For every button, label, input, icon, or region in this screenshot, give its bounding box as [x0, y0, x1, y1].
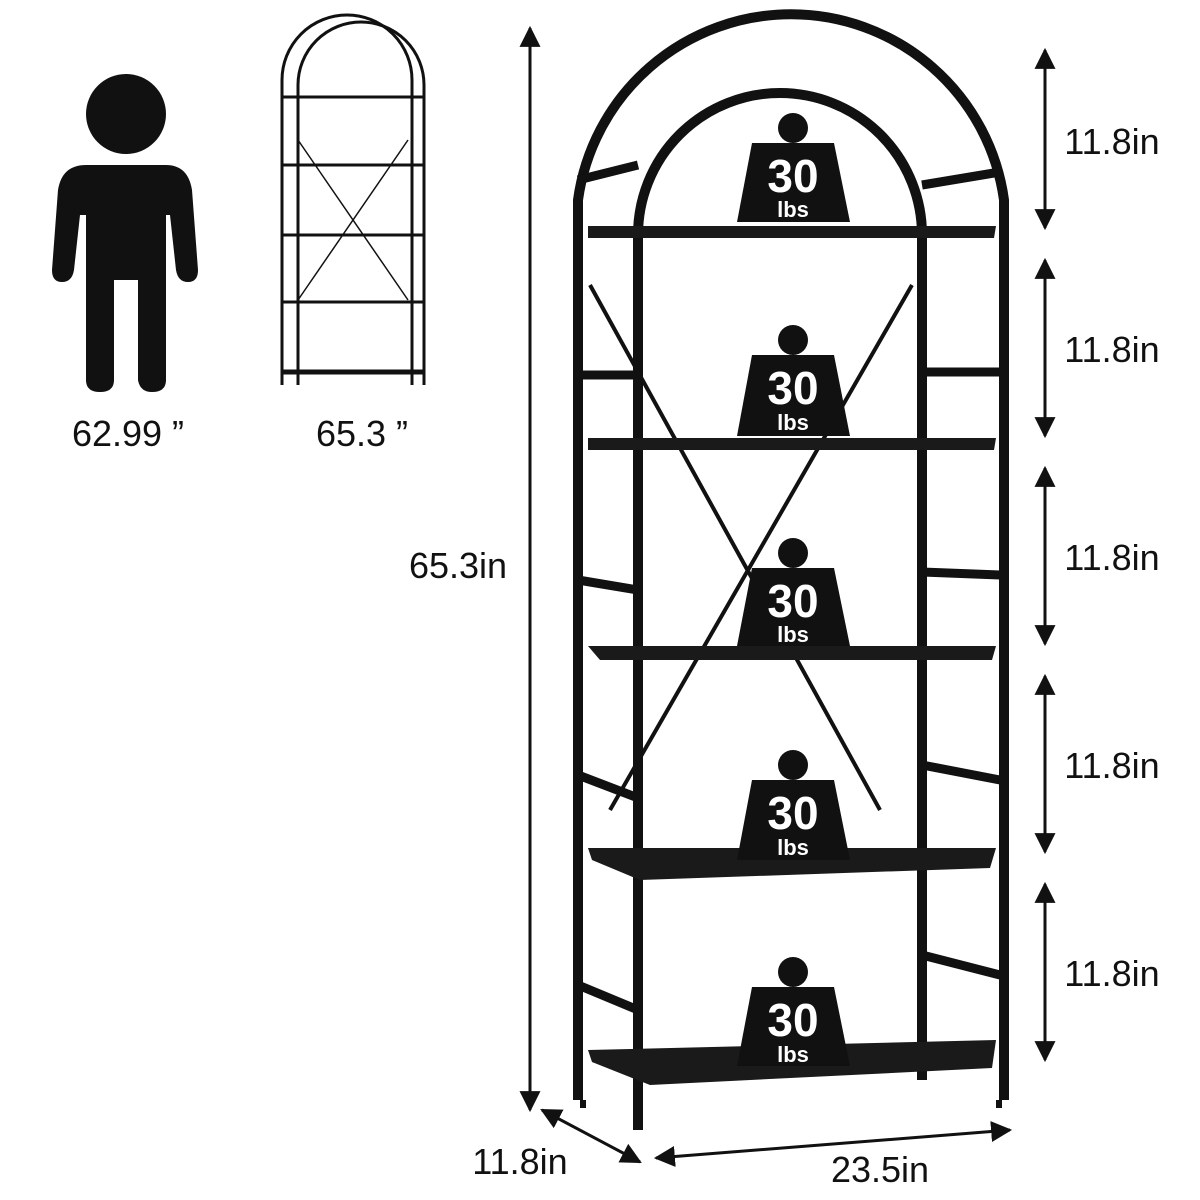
svg-text:30: 30 [767, 362, 818, 414]
svg-text:lbs: lbs [777, 1042, 809, 1067]
tier-spacing-label-2: 11.8in [1064, 329, 1159, 370]
person-silhouette-icon [52, 74, 198, 392]
svg-text:lbs: lbs [777, 835, 809, 860]
svg-text:30: 30 [767, 994, 818, 1046]
bookshelf-frame [573, 9, 1009, 1130]
capacity-badge-2: 30 lbs [737, 325, 850, 436]
capacity-badge-3: 30 lbs [737, 538, 850, 647]
shelf-board [588, 226, 996, 238]
svg-text:lbs: lbs [777, 622, 809, 647]
total-height-label: 65.3in [409, 545, 507, 586]
capacity-badge-1: 30 lbs [737, 113, 850, 222]
width-label: 23.5in [831, 1149, 929, 1190]
person-height-label: 62.99 ” [72, 413, 184, 454]
width-arrow [653, 1121, 1013, 1167]
shelf-board [588, 646, 996, 660]
tier-spacing-label-5: 11.8in [1064, 953, 1159, 994]
tier-spacing-label-3: 11.8in [1064, 537, 1159, 578]
tier-spacing-label-4: 11.8in [1064, 745, 1159, 786]
shelf-thumbnail-height-label: 65.3 ” [316, 413, 408, 454]
svg-text:30: 30 [767, 575, 818, 627]
svg-text:30: 30 [767, 787, 818, 839]
shelf-thumbnail [280, 13, 426, 385]
svg-text:lbs: lbs [777, 410, 809, 435]
depth-label: 11.8in [472, 1141, 567, 1182]
svg-text:lbs: lbs [777, 197, 809, 222]
svg-text:30: 30 [767, 150, 818, 202]
capacity-badge-4: 30 lbs [737, 750, 850, 860]
tier-spacing-label-1: 11.8in [1064, 121, 1159, 162]
depth-arrow [540, 1108, 642, 1164]
capacity-badge-5: 30 lbs [737, 957, 850, 1067]
shelf-board [588, 438, 996, 450]
shelf-board [588, 848, 996, 880]
